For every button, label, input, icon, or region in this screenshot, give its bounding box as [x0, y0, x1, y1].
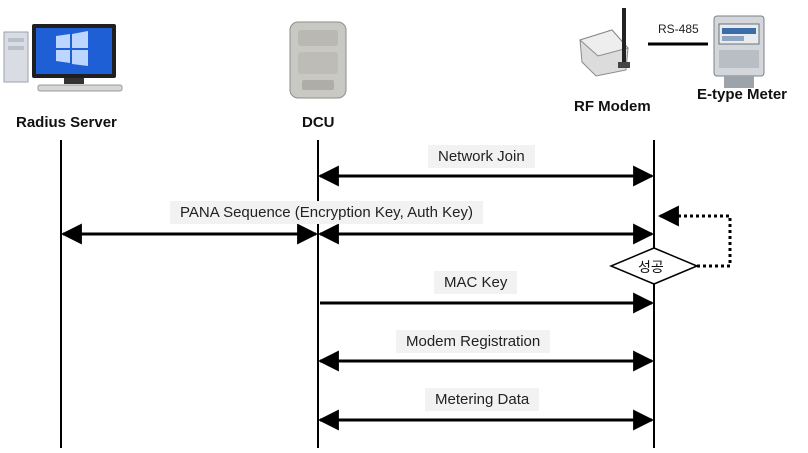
actor-rf-modem: RF Modem [574, 98, 651, 115]
label-network-join: Network Join [428, 145, 535, 168]
actor-dcu: DCU [302, 114, 335, 131]
actor-radius-server: Radius Server [16, 114, 117, 131]
rf-modem-icon [579, 8, 630, 77]
label-mac-key: MAC Key [434, 271, 518, 294]
dcu-device-icon [289, 21, 347, 99]
label-metering-data: Metering Data [425, 388, 540, 411]
label-pana-sequence: PANA Sequence (Encryption Key, Auth Key) [170, 201, 483, 224]
decision-diamond [609, 247, 699, 285]
decision-label: 성공 [638, 259, 664, 275]
actor-meter: E-type Meter [697, 86, 788, 103]
rs485-label: RS-485 [658, 22, 699, 36]
server-computer-icon [3, 24, 123, 92]
label-modem-registration: Modem Registration [396, 330, 551, 353]
meter-icon [713, 15, 765, 88]
